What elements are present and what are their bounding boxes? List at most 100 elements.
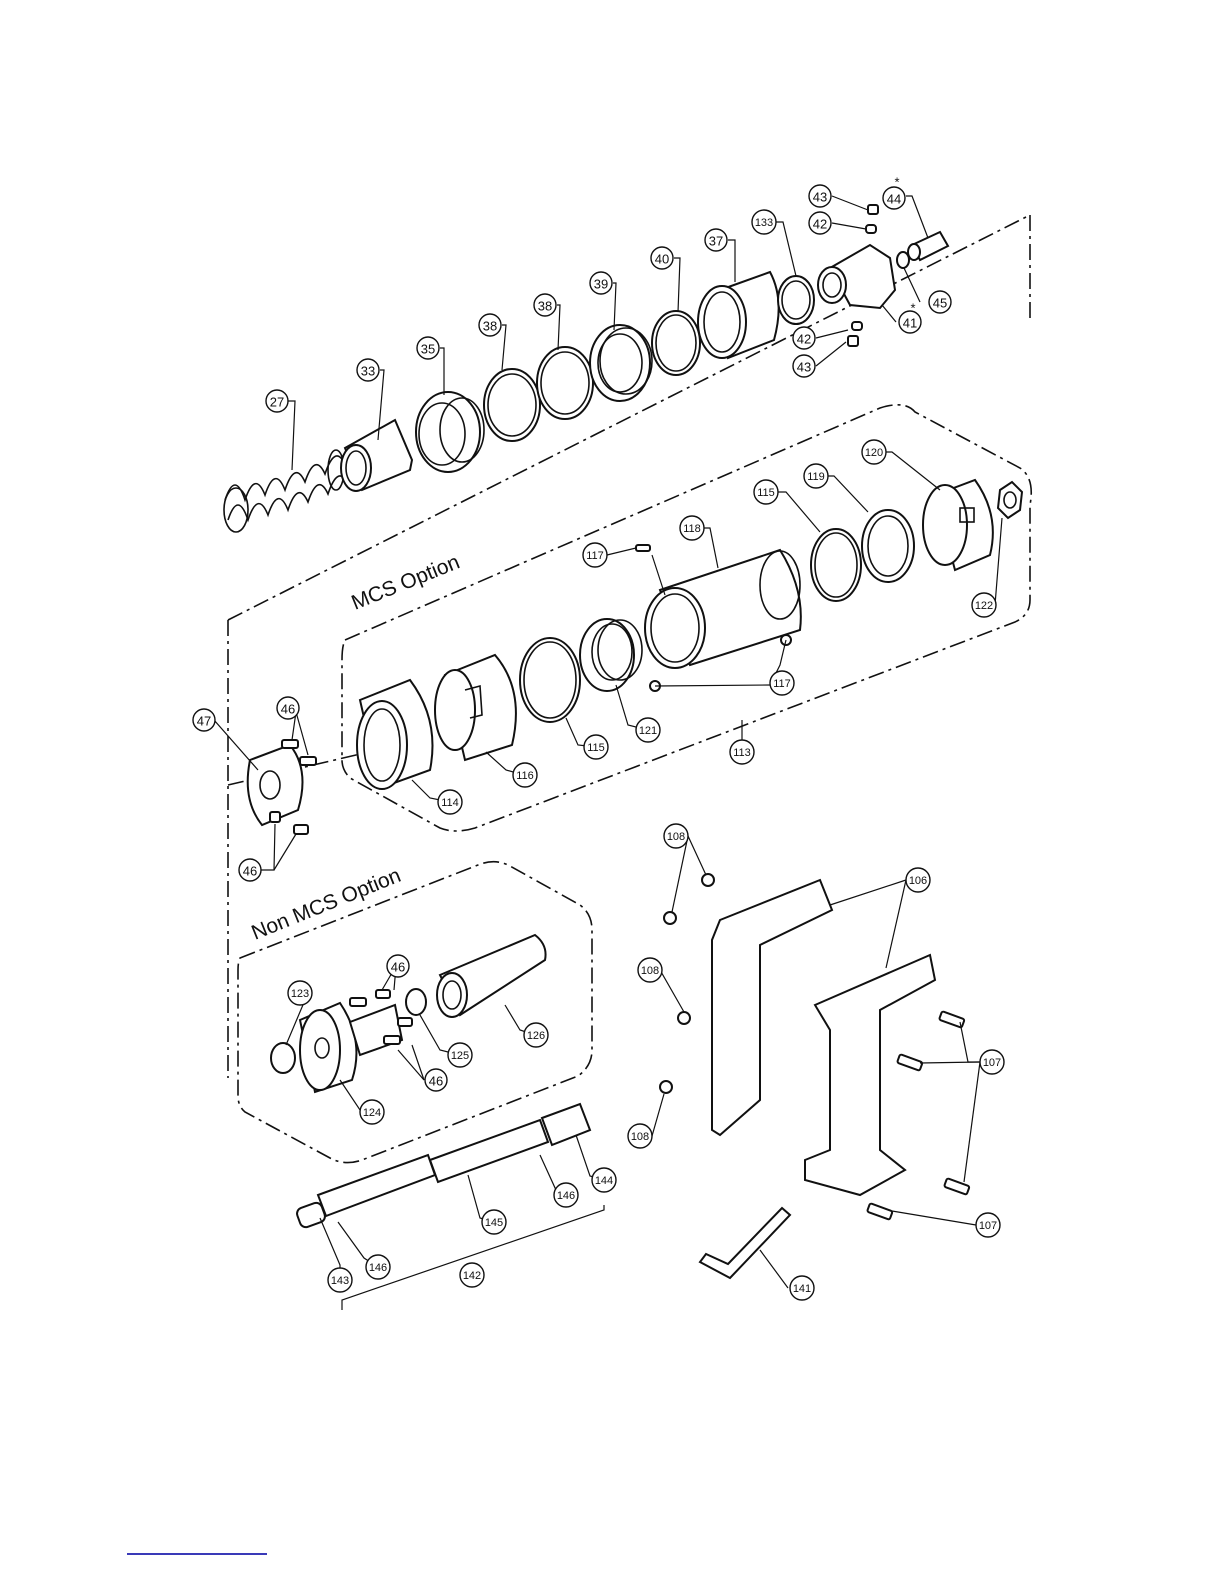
callout-142: 142 — [460, 1263, 484, 1287]
callout-number: 141 — [793, 1283, 811, 1295]
callout-46: 46 — [239, 859, 261, 881]
callout-115: 115 — [754, 480, 778, 504]
callout-45: 45 — [929, 291, 951, 313]
callout-number: 116 — [516, 770, 534, 782]
callout-number: 108 — [631, 1131, 649, 1143]
nut-108c-part — [678, 1012, 690, 1024]
callout-number: 145 — [485, 1217, 503, 1229]
callout-number: 142 — [463, 1270, 481, 1282]
callout-number: 106 — [909, 875, 927, 887]
cap-120-part — [923, 480, 993, 570]
callout-133: 133 — [752, 210, 776, 234]
callout-number: 124 — [363, 1107, 381, 1119]
frame-106-part — [712, 880, 935, 1195]
callout-144: 144 — [592, 1168, 616, 1192]
oring-115a-part — [811, 529, 861, 601]
callout-37: 37 — [705, 229, 727, 251]
callout-42: 42 — [793, 327, 815, 349]
callout-119: 119 — [804, 464, 828, 488]
ring-119-part — [862, 510, 914, 582]
callout-40: 40 — [651, 247, 673, 269]
housing-ring-37-part — [698, 272, 779, 358]
callout-number: 46 — [391, 960, 405, 975]
screw-46b-part — [300, 757, 316, 765]
callout-number: 115 — [757, 487, 775, 499]
callout-44: 44 — [883, 187, 905, 209]
callout-43: 43 — [809, 185, 831, 207]
callout-number: 118 — [683, 523, 701, 535]
oring-45-part — [897, 252, 909, 268]
cup-114-part — [357, 680, 433, 789]
callout-number: 114 — [441, 797, 459, 809]
screw-46g-part — [384, 1036, 400, 1044]
callout-43: 43 — [793, 355, 815, 377]
callout-46: 46 — [425, 1069, 447, 1091]
callout-number: 35 — [421, 342, 435, 357]
oring-38b-part — [537, 347, 593, 419]
callout-number: 43 — [797, 360, 811, 375]
callout-124: 124 — [360, 1100, 384, 1124]
callout-113: 113 — [730, 740, 754, 764]
callout-141: 141 — [790, 1276, 814, 1300]
callout-number: 133 — [755, 217, 773, 229]
callout-number: 43 — [813, 190, 827, 205]
callout-115: 115 — [584, 735, 608, 759]
callout-number: 123 — [291, 988, 309, 1000]
callout-47: 47 — [193, 709, 215, 731]
tube-118-part — [645, 550, 801, 668]
callout-126: 126 — [524, 1023, 548, 1047]
callout-107: 107 — [976, 1213, 1000, 1237]
callout-number: 117 — [586, 550, 604, 562]
callout-number: 122 — [975, 600, 993, 612]
callout-33: 33 — [357, 359, 379, 381]
callout-number: 44 — [887, 192, 901, 207]
nut-108a-part — [702, 874, 714, 886]
callout-146: 146 — [554, 1183, 578, 1207]
fitting-44-part — [908, 232, 948, 260]
callout-number: 33 — [361, 364, 375, 379]
footer-link-underline[interactable] — [127, 1553, 267, 1555]
callout-number: 113 — [733, 747, 751, 759]
screw-46c-part — [270, 812, 280, 822]
callout-number: 144 — [595, 1175, 613, 1187]
callout-number: 38 — [483, 319, 497, 334]
callout-number: 46 — [281, 702, 295, 717]
sleeve-part — [341, 420, 412, 491]
callout-number: 125 — [451, 1050, 469, 1062]
screw-107c-part — [944, 1178, 970, 1195]
callout-number: 40 — [655, 252, 669, 267]
callout-number: 143 — [331, 1275, 349, 1287]
callout-107: 107 — [980, 1050, 1004, 1074]
callout-number: 107 — [979, 1220, 997, 1232]
callout-42: 42 — [809, 212, 831, 234]
mcs-option-label: MCS Option — [348, 550, 463, 614]
screw-46e-part — [350, 998, 366, 1006]
ring-39-part — [590, 325, 652, 401]
flange-124-part — [300, 1003, 402, 1092]
screw-43a-part — [868, 205, 878, 214]
oring-123-part — [271, 1043, 295, 1073]
screw-107b-part — [897, 1054, 923, 1071]
screw-43b-part — [848, 336, 858, 346]
nut-108d-part — [660, 1081, 672, 1093]
callout-38: 38 — [534, 294, 556, 316]
callout-number: 39 — [594, 277, 608, 292]
callout-118: 118 — [680, 516, 704, 540]
callout-121: 121 — [636, 718, 660, 742]
callout-number: 108 — [667, 831, 685, 843]
callout-123: 123 — [288, 981, 312, 1005]
callout-number: 47 — [197, 714, 211, 729]
callout-116: 116 — [513, 763, 537, 787]
callout-number: 42 — [813, 217, 827, 232]
callout-number: 45 — [933, 296, 947, 311]
callout-143: 143 — [328, 1268, 352, 1292]
screw-117a-part — [636, 545, 650, 551]
callout-number: 117 — [773, 678, 791, 690]
oring-125-part — [406, 989, 426, 1015]
callout-number: 27 — [270, 395, 284, 410]
oring-115b-part — [520, 638, 580, 722]
callout-number: 38 — [538, 299, 552, 314]
callout-number: 119 — [807, 471, 825, 483]
screw-46a-part — [282, 740, 298, 748]
callout-27: 27 — [266, 390, 288, 412]
